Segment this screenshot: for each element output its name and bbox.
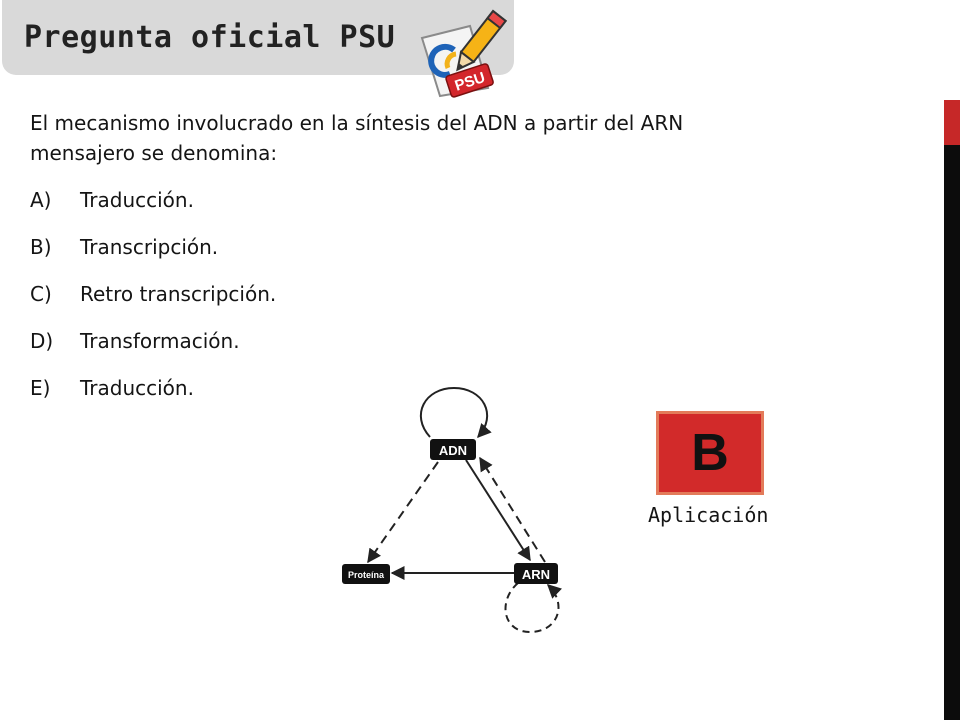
side-strip-red (944, 100, 960, 145)
side-color-strip (944, 0, 960, 720)
option-text: Transformación. (80, 329, 240, 353)
option-letter: D) (30, 329, 54, 353)
psu-pencil-logo-icon: PSU (420, 9, 508, 98)
transcription-arrow (465, 459, 531, 562)
adn-to-protein-arrow (367, 461, 439, 564)
answer-options-list: A) Traducción. B) Transcripción. C) Retr… (30, 188, 276, 423)
option-b: B) Transcripción. (30, 235, 276, 282)
node-adn-label: ADN (439, 443, 467, 458)
option-letter: B) (30, 235, 52, 259)
slide-title: Pregunta oficial PSU (24, 20, 396, 55)
reverse-transcription-arrow (479, 456, 546, 563)
answer-letter-box: B (656, 411, 764, 495)
option-letter: A) (30, 188, 52, 212)
node-proteina-label: Proteína (348, 570, 385, 580)
option-text: Retro transcripción. (80, 282, 277, 306)
option-e: E) Traducción. (30, 376, 276, 423)
node-adn: ADN (430, 439, 476, 460)
node-arn-label: ARN (522, 567, 550, 582)
central-dogma-diagram: ADN ARN Proteína (342, 386, 562, 634)
side-strip-black (944, 145, 960, 720)
option-text: Traducción. (80, 188, 194, 212)
option-text: Traducción. (80, 376, 194, 400)
option-d: D) Transformación. (30, 329, 276, 376)
adn-replication-loop (419, 386, 492, 439)
option-letter: C) (30, 282, 52, 306)
option-c: C) Retro transcripción. (30, 282, 276, 329)
option-text: Transcripción. (80, 235, 219, 259)
arn-replication-loop (504, 582, 562, 634)
option-letter: E) (30, 376, 51, 400)
node-proteina: Proteína (342, 564, 390, 584)
side-strip-white (944, 0, 960, 100)
node-arn: ARN (514, 563, 558, 584)
answer-category-label: Aplicación (648, 503, 769, 527)
question-text: El mecanismo involucrado en la síntesis … (30, 111, 684, 165)
option-a: A) Traducción. (30, 188, 276, 235)
